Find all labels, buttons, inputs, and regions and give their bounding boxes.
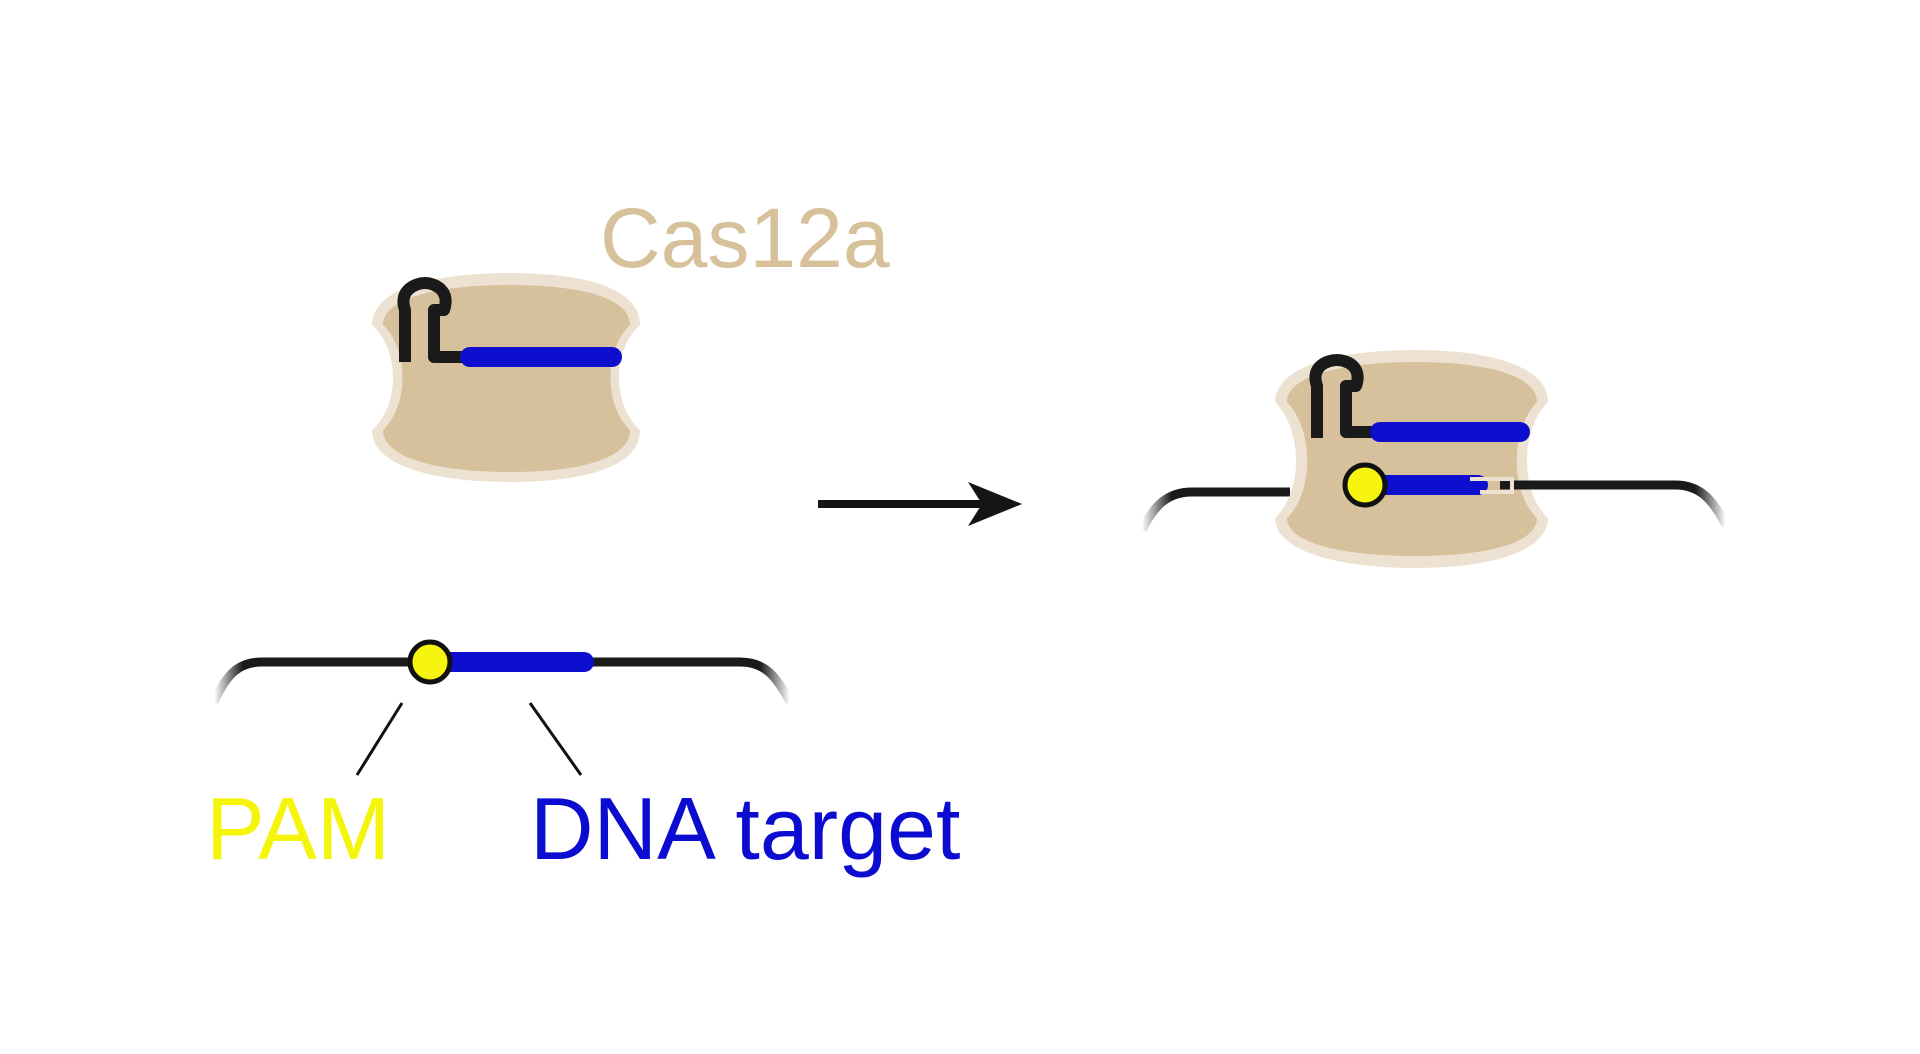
- dna-left-bend: [209, 657, 263, 704]
- dna-target-label: DNA target: [530, 779, 961, 878]
- target-pointer-line: [528, 702, 583, 776]
- pam-site: [407, 639, 453, 685]
- bound-dna-right-bend: [1674, 480, 1730, 528]
- bound-dna-left-bend: [1137, 487, 1193, 532]
- cas12a-free-complex: [372, 273, 640, 482]
- cas12a-bound-complex: [1137, 350, 1730, 568]
- reaction-arrow: [818, 482, 1022, 526]
- crrna-hairpin: [397, 277, 470, 363]
- bound-protein-body: [1287, 362, 1537, 556]
- arrow-head: [968, 482, 1022, 526]
- pam-label: PAM: [206, 779, 391, 878]
- bound-crrna-hairpin: [1309, 354, 1380, 438]
- dna-right-bend: [739, 657, 794, 705]
- cleavage-site: [1470, 477, 1514, 494]
- protein-body: [383, 285, 630, 472]
- target-dna-free: [209, 639, 794, 776]
- protein-label: Cas12a: [600, 191, 890, 285]
- pam-pointer-line: [355, 702, 404, 776]
- bound-pam-site: [1342, 462, 1388, 508]
